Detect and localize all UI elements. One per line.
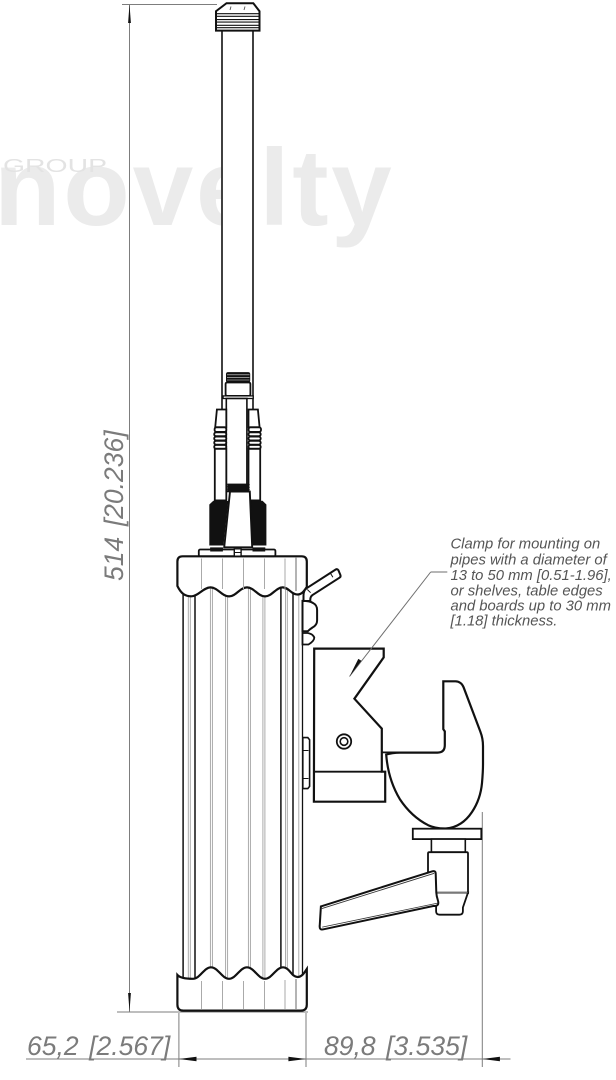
svg-text:[1.18] thickness.: [1.18] thickness. [450, 614, 558, 630]
svg-text:13 to 50 mm [0.51-1.96],: 13 to 50 mm [0.51-1.96], [451, 568, 612, 584]
svg-text:514 [20.236]: 514 [20.236] [99, 430, 129, 581]
svg-text:or shelves, table edges: or shelves, table edges [451, 584, 604, 600]
svg-text:65,2 [2.567]: 65,2 [2.567] [27, 1031, 171, 1061]
svg-text:novelty: novelty [0, 127, 395, 249]
svg-text:and boards up to 30 mm: and boards up to 30 mm [451, 599, 611, 615]
svg-text:Clamp for mounting on: Clamp for mounting on [451, 537, 601, 553]
svg-text:89,8 [3.535]: 89,8 [3.535] [324, 1031, 468, 1061]
svg-text:pipes with a diameter of: pipes with a diameter of [450, 552, 609, 568]
svg-text:GROUP: GROUP [3, 156, 107, 176]
